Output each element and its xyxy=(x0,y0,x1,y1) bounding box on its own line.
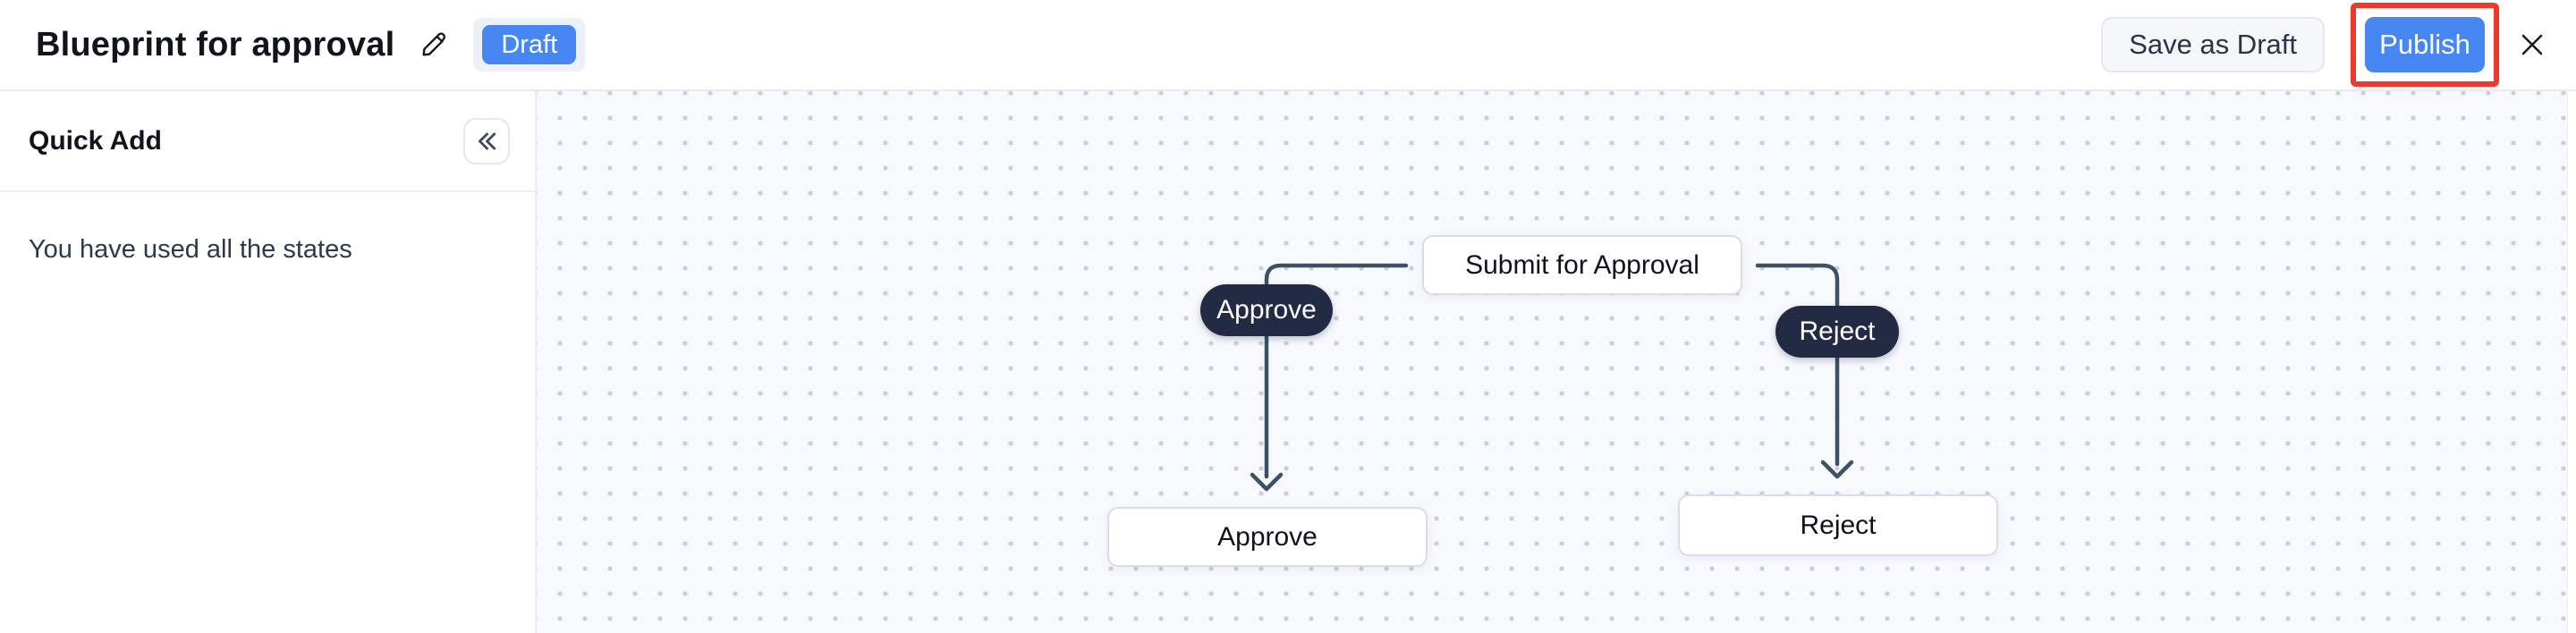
publish-button[interactable]: Publish xyxy=(2365,17,2485,72)
edit-title-button[interactable] xyxy=(414,25,453,64)
state-node-submit-for-approval[interactable]: Submit for Approval xyxy=(1422,235,1742,295)
connector-reject-path xyxy=(1755,263,1840,467)
sidebar-empty-message: You have used all the states xyxy=(29,235,352,264)
pencil-icon xyxy=(419,30,449,60)
transition-connectors xyxy=(1250,263,1854,492)
sidebar-header: Quick Add xyxy=(0,91,535,192)
quick-add-sidebar: Quick Add You have used all the states xyxy=(0,91,537,633)
transition-pill-reject[interactable]: Reject xyxy=(1775,306,1899,358)
close-icon xyxy=(2519,31,2546,58)
blueprint-canvas[interactable]: Submit for Approval Approve Reject Appro… xyxy=(537,91,2576,633)
connector-reject-arrowhead xyxy=(1820,460,1854,479)
page-title: Blueprint for approval xyxy=(36,25,395,63)
collapse-sidebar-button[interactable] xyxy=(463,117,510,165)
publish-highlight-annotation: Publish xyxy=(2351,3,2499,87)
status-badge-container: Draft xyxy=(473,18,586,72)
status-badge: Draft xyxy=(482,25,577,64)
double-chevron-left-icon xyxy=(474,129,499,154)
sidebar-title: Quick Add xyxy=(29,125,162,156)
header-bar: Blueprint for approval Draft Save as Dra… xyxy=(0,0,2576,91)
transition-pill-approve[interactable]: Approve xyxy=(1200,284,1333,336)
connector-approve-arrowhead xyxy=(1250,472,1284,492)
state-node-reject[interactable]: Reject xyxy=(1678,494,1998,556)
save-as-draft-button[interactable]: Save as Draft xyxy=(2101,17,2325,72)
state-node-approve[interactable]: Approve xyxy=(1107,507,1428,567)
close-button[interactable] xyxy=(2508,21,2556,69)
canvas-scrollbar-track[interactable] xyxy=(2567,91,2576,633)
